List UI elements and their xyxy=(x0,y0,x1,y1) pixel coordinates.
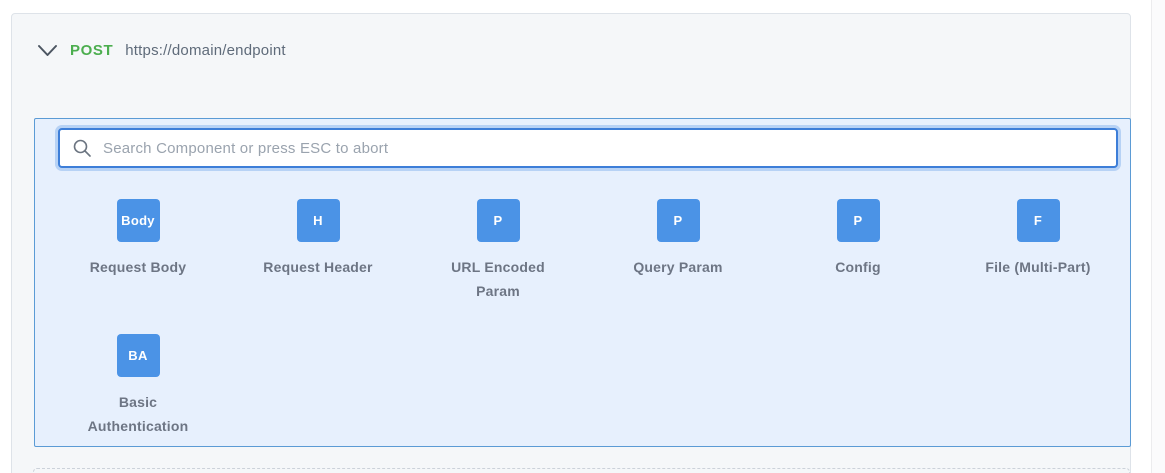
next-step-drop-zone[interactable] xyxy=(33,468,1130,473)
request-card: POST https://domain/endpoint Body Reques… xyxy=(11,13,1131,473)
search-input[interactable] xyxy=(58,128,1118,168)
scrollbar-track[interactable] xyxy=(1151,0,1165,473)
component-label: Basic Authentication xyxy=(87,394,189,434)
request-method-label: POST xyxy=(70,41,114,59)
component-option-url-encoded-param[interactable]: P URL Encoded Param xyxy=(408,199,588,334)
chevron-down-icon[interactable] xyxy=(37,44,58,57)
component-option-basic-authentication[interactable]: BA Basic Authentication xyxy=(48,334,228,469)
component-option-file-multipart[interactable]: F File (Multi-Part) xyxy=(948,199,1128,334)
component-option-config[interactable]: P Config xyxy=(768,199,948,334)
component-label: Query Param xyxy=(633,259,723,275)
component-badge[interactable]: H xyxy=(296,199,340,242)
component-badge[interactable]: Body xyxy=(116,199,160,242)
component-label: Config xyxy=(835,259,881,275)
component-grid: Body Request Body H Request Header P URL… xyxy=(48,199,1128,469)
request-url-text: https://domain/endpoint xyxy=(125,41,286,59)
component-badge[interactable]: P xyxy=(836,199,880,242)
component-label: Request Header xyxy=(263,259,373,275)
component-badge[interactable]: F xyxy=(1016,199,1060,242)
search-field-wrap xyxy=(58,128,1118,168)
component-badge[interactable]: P xyxy=(656,199,700,242)
component-label: Request Body xyxy=(89,259,187,275)
component-option-request-body[interactable]: Body Request Body xyxy=(48,199,228,334)
component-option-request-header[interactable]: H Request Header xyxy=(228,199,408,334)
component-badge[interactable]: BA xyxy=(116,334,160,377)
component-badge[interactable]: P xyxy=(476,199,520,242)
request-header-row[interactable]: POST https://domain/endpoint xyxy=(12,14,1130,60)
component-label: File (Multi-Part) xyxy=(985,259,1091,275)
component-search-panel: Body Request Body H Request Header P URL… xyxy=(34,118,1131,447)
component-label: URL Encoded Param xyxy=(451,259,545,299)
component-option-query-param[interactable]: P Query Param xyxy=(588,199,768,334)
